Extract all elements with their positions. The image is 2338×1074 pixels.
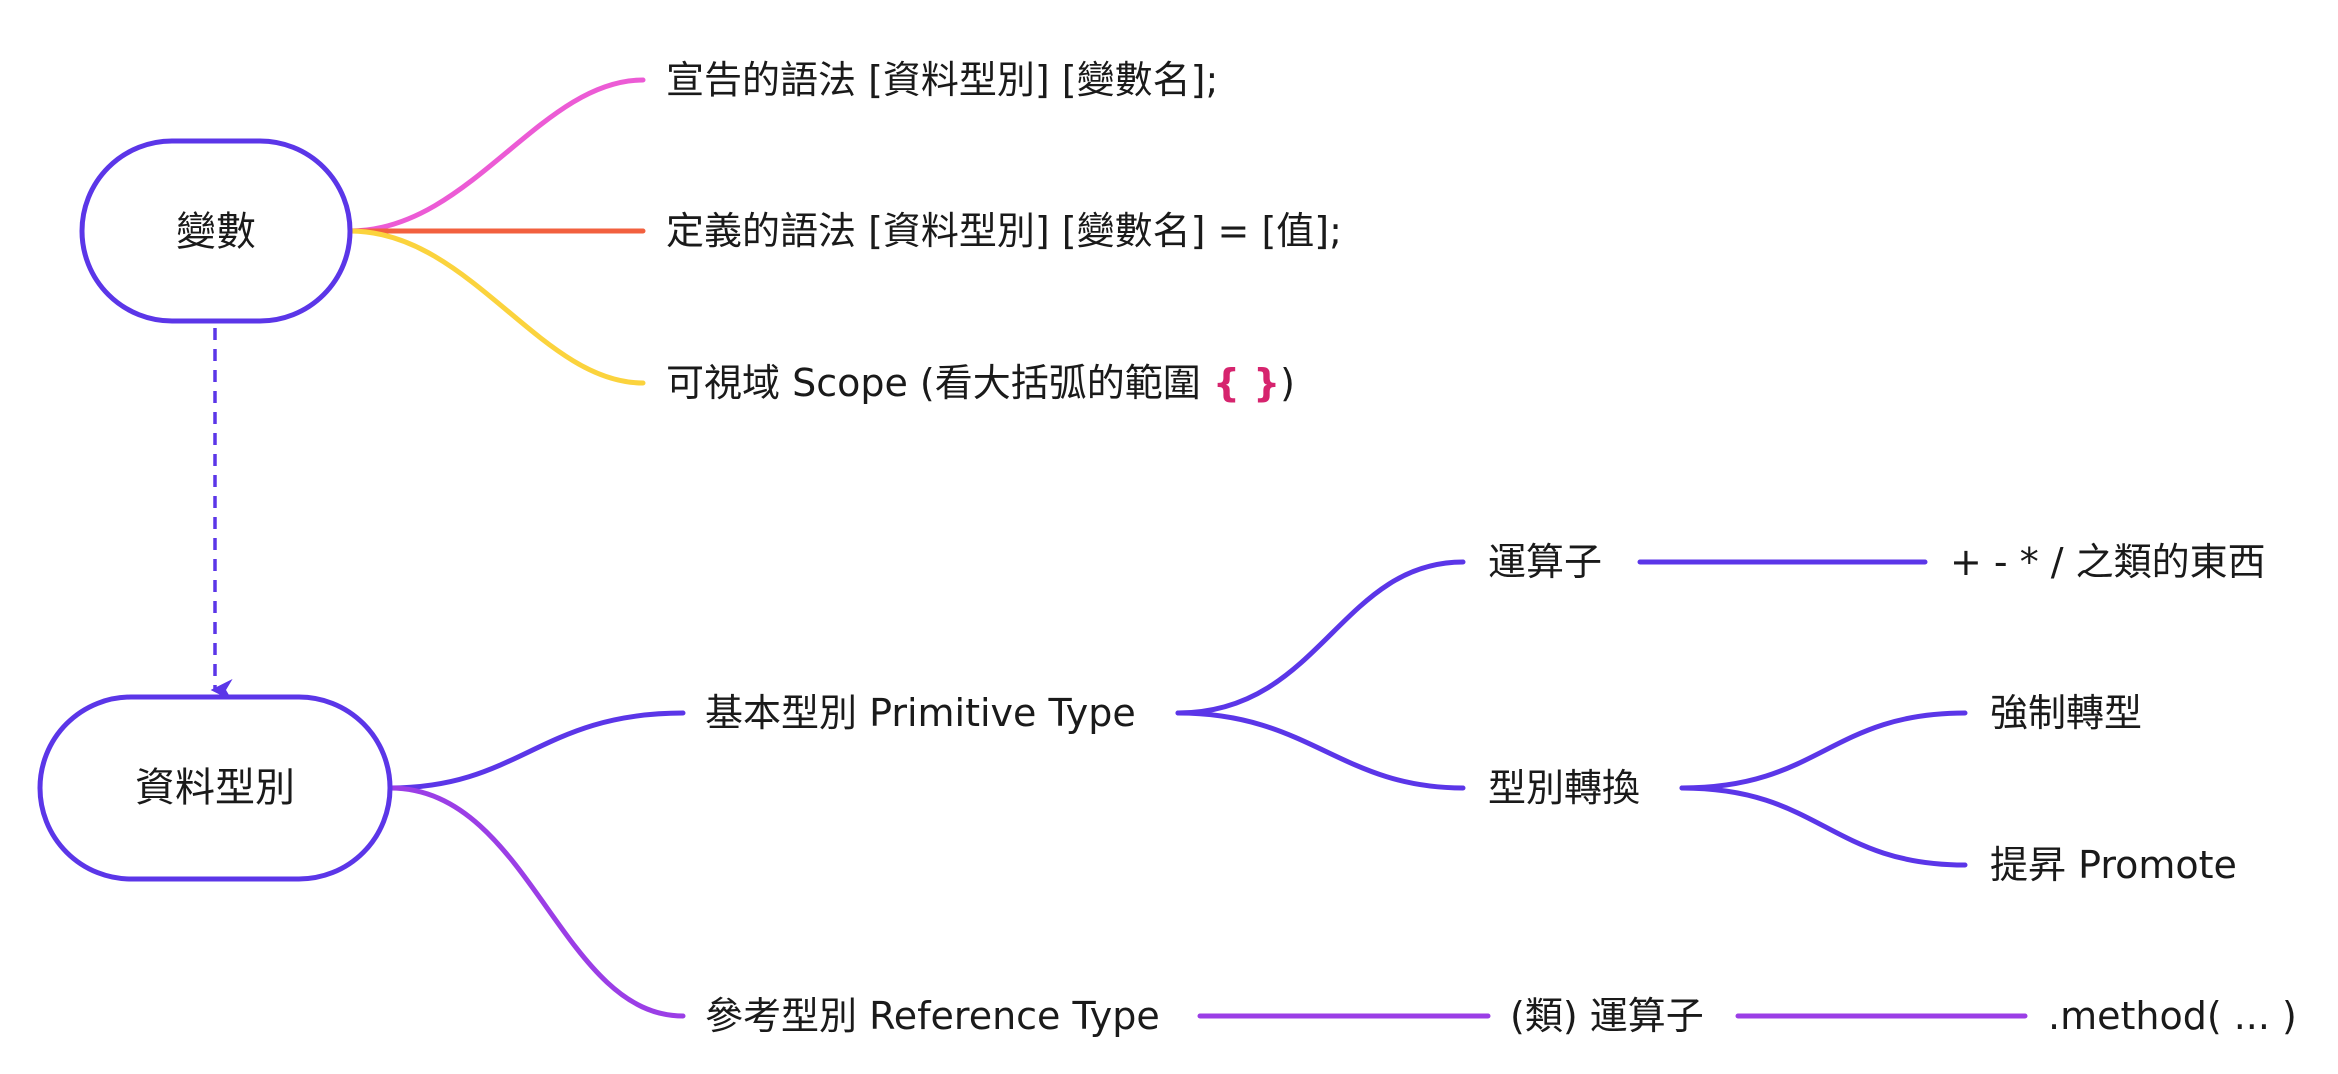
- node-operator-examples[interactable]: + - * / 之類的東西: [1950, 540, 2266, 584]
- node-scope-prefix: 可視域 Scope (看大括弧的範圍: [666, 361, 1213, 405]
- node-scope-suffix: ): [1280, 361, 1295, 405]
- root-node-variable[interactable]: 變數: [79, 138, 353, 324]
- node-method[interactable]: .method( ... ): [2048, 994, 2297, 1038]
- node-define-syntax[interactable]: 定義的語法 [資料型別] [變數名] = [值];: [666, 209, 1342, 253]
- connector-primitive: [387, 710, 686, 791]
- connector-promote: [1679, 785, 1968, 868]
- node-declare-syntax[interactable]: 宣告的語法 [資料型別] [變數名];: [666, 58, 1218, 102]
- node-primitive-type[interactable]: 基本型別 Primitive Type: [705, 691, 1136, 735]
- node-scope-brace: { }: [1213, 361, 1280, 405]
- node-explicit-cast[interactable]: 強制轉型: [1990, 691, 2142, 735]
- node-scope[interactable]: 可視域 Scope (看大括弧的範圍 { }): [666, 361, 1295, 405]
- root-node-datatype[interactable]: 資料型別: [37, 694, 393, 882]
- root-node-variable-label: 變數: [176, 209, 256, 255]
- node-class-operator[interactable]: (類) 運算子: [1510, 994, 1704, 1038]
- node-reference-type[interactable]: 參考型別 Reference Type: [705, 994, 1160, 1038]
- root-node-datatype-label: 資料型別: [135, 765, 295, 811]
- connector-declare: [347, 77, 646, 234]
- connector-casting: [1175, 710, 1466, 791]
- node-operator[interactable]: 運算子: [1488, 540, 1602, 584]
- connector-explicit-cast: [1679, 710, 1968, 791]
- node-promote[interactable]: 提昇 Promote: [1990, 843, 2237, 887]
- connector-operator: [1175, 559, 1466, 716]
- node-type-casting[interactable]: 型別轉換: [1488, 766, 1640, 810]
- connector-reference: [387, 785, 686, 1019]
- connector-scope: [347, 228, 646, 386]
